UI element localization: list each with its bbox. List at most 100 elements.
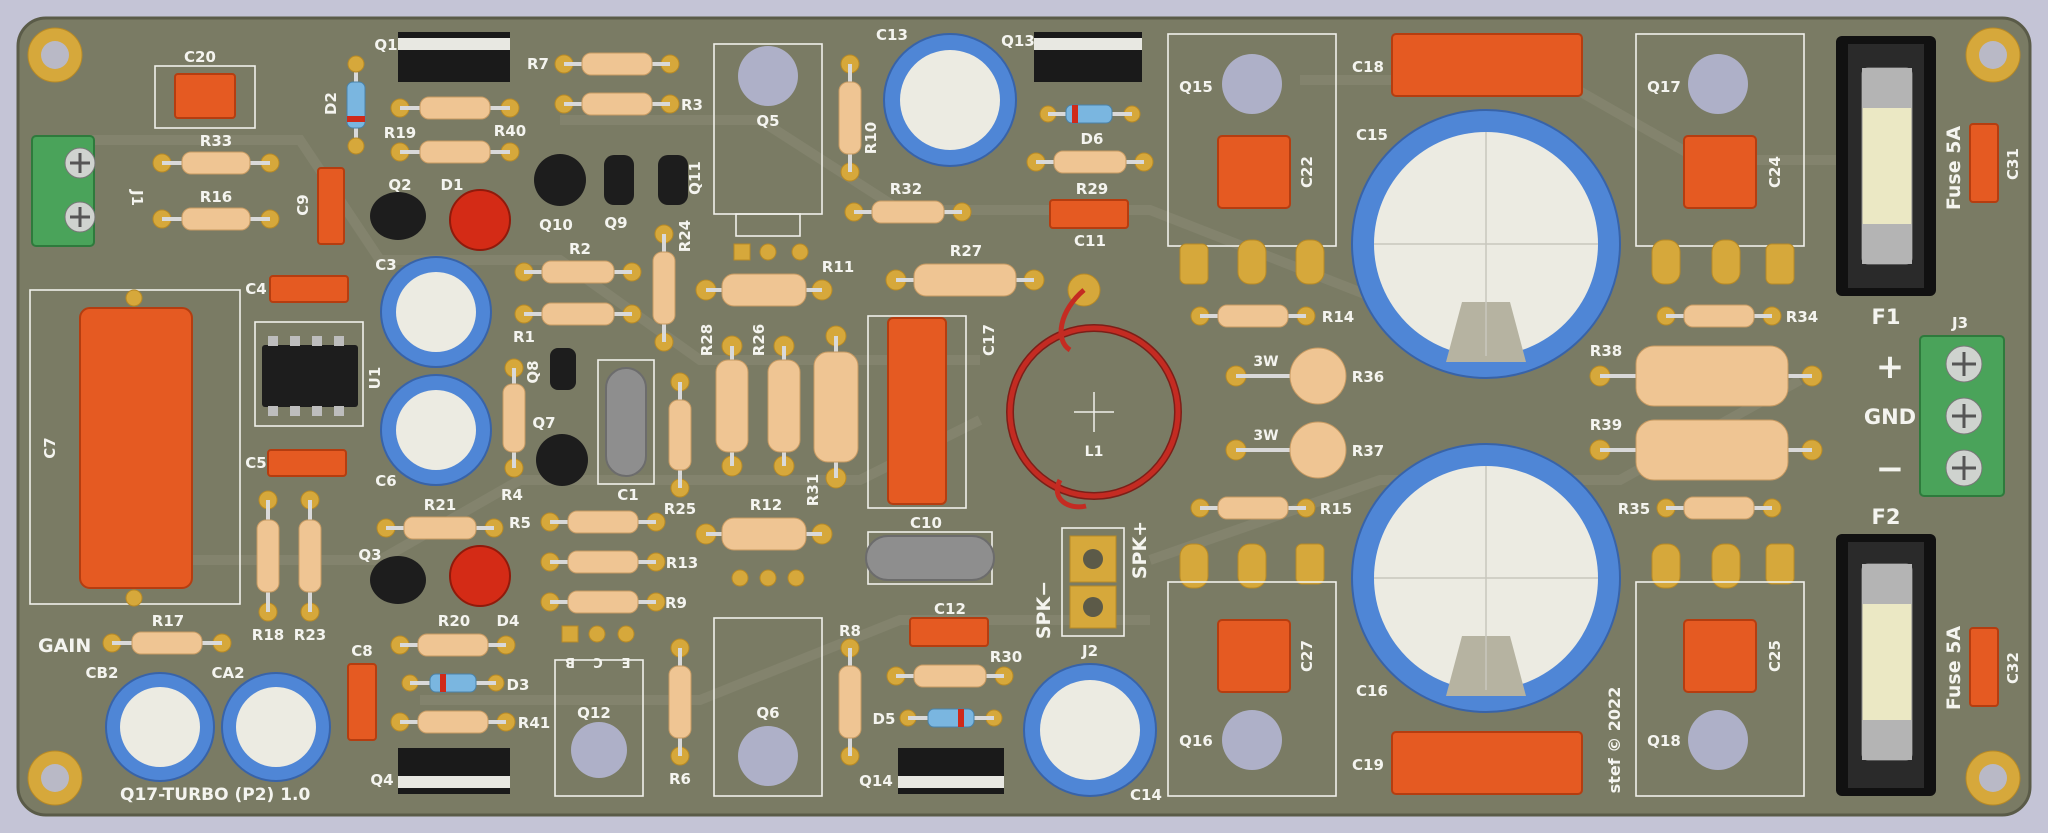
power-terminal-j3[interactable]: [1919, 335, 2005, 497]
resistor-r10: [838, 54, 862, 182]
resistor-r33: [152, 151, 280, 175]
capacitor-c5: [267, 449, 347, 477]
transistor-q10: [534, 154, 586, 206]
label-r1: R1: [513, 328, 535, 346]
label-q1: Q1: [374, 36, 397, 54]
resistor-r24: [652, 224, 676, 352]
label-c3: C3: [375, 256, 396, 274]
electrolytic-c15: [1351, 109, 1621, 379]
transistor-q6: [713, 569, 823, 797]
label-q4: Q4: [370, 771, 393, 789]
label-r34: R34: [1786, 308, 1818, 326]
terminal-block-j1[interactable]: [31, 135, 96, 247]
label-r18: R18: [252, 626, 284, 644]
label-r23: R23: [294, 626, 326, 644]
fuse-holder-f2[interactable]: [1836, 534, 1936, 796]
label-q13: Q13: [1001, 32, 1035, 50]
label-d6: D6: [1081, 130, 1104, 148]
speaker-terminal[interactable]: [1061, 527, 1125, 637]
label-j1: J1: [128, 189, 146, 206]
label-r37: R37: [1352, 442, 1384, 460]
diode-d3: [401, 673, 505, 693]
label-c10: C10: [910, 514, 942, 532]
transistor-q11: [658, 155, 688, 205]
label-q10: Q10: [539, 216, 573, 234]
transistor-q13: [1034, 32, 1142, 82]
resistor-r4: [502, 358, 526, 478]
resistor-r2: [514, 260, 642, 284]
label-fuse1: Fuse 5A: [1943, 126, 1965, 211]
resistor-r19: [390, 96, 520, 120]
label-3w-b: 3W: [1253, 428, 1278, 444]
label-u1: U1: [366, 367, 384, 390]
label-c6: C6: [375, 472, 396, 490]
label-c4: C4: [245, 280, 266, 298]
transistor-q16: [1167, 543, 1337, 797]
electrolytic-c3: [380, 256, 492, 368]
label-d5: D5: [873, 710, 896, 728]
label-q3: Q3: [358, 546, 381, 564]
resistor-r23: [298, 490, 322, 622]
label-c16: C16: [1356, 682, 1388, 700]
label-d1: D1: [441, 176, 464, 194]
electrolytic-cb2: [105, 672, 215, 782]
capacitor-c11: [1049, 199, 1129, 229]
capacitor-c31: [1969, 123, 1999, 203]
label-r40: R40: [494, 122, 526, 140]
label-r33: R33: [200, 132, 232, 150]
label-f1: F1: [1872, 305, 1901, 329]
electrolytic-c13: [883, 33, 1017, 167]
capacitor-c17: [887, 317, 947, 505]
capacitor-c18: [1391, 33, 1583, 97]
label-r7: R7: [527, 55, 549, 73]
resistor-r38: [1589, 345, 1823, 407]
label-gnd: GND: [1864, 405, 1916, 429]
electrolytic-c6: [380, 374, 492, 486]
label-c27: C27: [1298, 640, 1316, 672]
label-bce-e: E: [622, 654, 631, 669]
label-r15: R15: [1320, 500, 1352, 518]
label-d4: D4: [497, 612, 520, 630]
transistor-q2: [370, 192, 426, 240]
label-r16: R16: [200, 188, 232, 206]
label-c22: C22: [1298, 156, 1316, 188]
label-spk-minus: SPK−: [1033, 581, 1055, 639]
label-r28: R28: [698, 324, 716, 356]
label-c1: C1: [617, 486, 638, 504]
transistor-q15: [1167, 33, 1337, 285]
resistor-r5: [540, 510, 666, 534]
resistor-r25: [668, 372, 692, 498]
transistor-q9: [604, 155, 634, 205]
label-c7: C7: [41, 437, 59, 458]
resistor-r34: [1656, 304, 1782, 328]
label-ca2: CA2: [211, 664, 244, 682]
label-3w-a: 3W: [1253, 354, 1278, 370]
capacitor-c20: [174, 73, 236, 119]
resistor-r39: [1589, 419, 1823, 481]
label-d3: D3: [507, 676, 530, 694]
label-q11: Q11: [686, 161, 704, 195]
transistor-q3: [370, 556, 426, 604]
label-c19: C19: [1352, 756, 1384, 774]
diode-d5: [899, 708, 1003, 728]
label-c32: C32: [2004, 652, 2022, 684]
transistor-q17: [1635, 33, 1805, 285]
label-r32: R32: [890, 180, 922, 198]
mounting-holes: [27, 27, 2021, 806]
label-r31: R31: [804, 474, 822, 506]
capacitor-c32: [1969, 627, 1999, 707]
label-q16: Q16: [1179, 732, 1213, 750]
label-r5: R5: [509, 514, 531, 532]
label-q15: Q15: [1179, 78, 1213, 96]
fuse-holder-f1[interactable]: [1836, 36, 1936, 296]
label-j2: J2: [1081, 642, 1098, 660]
label-r35: R35: [1618, 500, 1650, 518]
resistor-r37: [1225, 421, 1347, 479]
label-c14: C14: [1130, 786, 1162, 804]
label-r39: R39: [1590, 416, 1622, 434]
label-r17: R17: [152, 612, 184, 630]
label-r27: R27: [950, 242, 982, 260]
label-c8: C8: [351, 642, 372, 660]
resistor-r9: [540, 590, 666, 614]
